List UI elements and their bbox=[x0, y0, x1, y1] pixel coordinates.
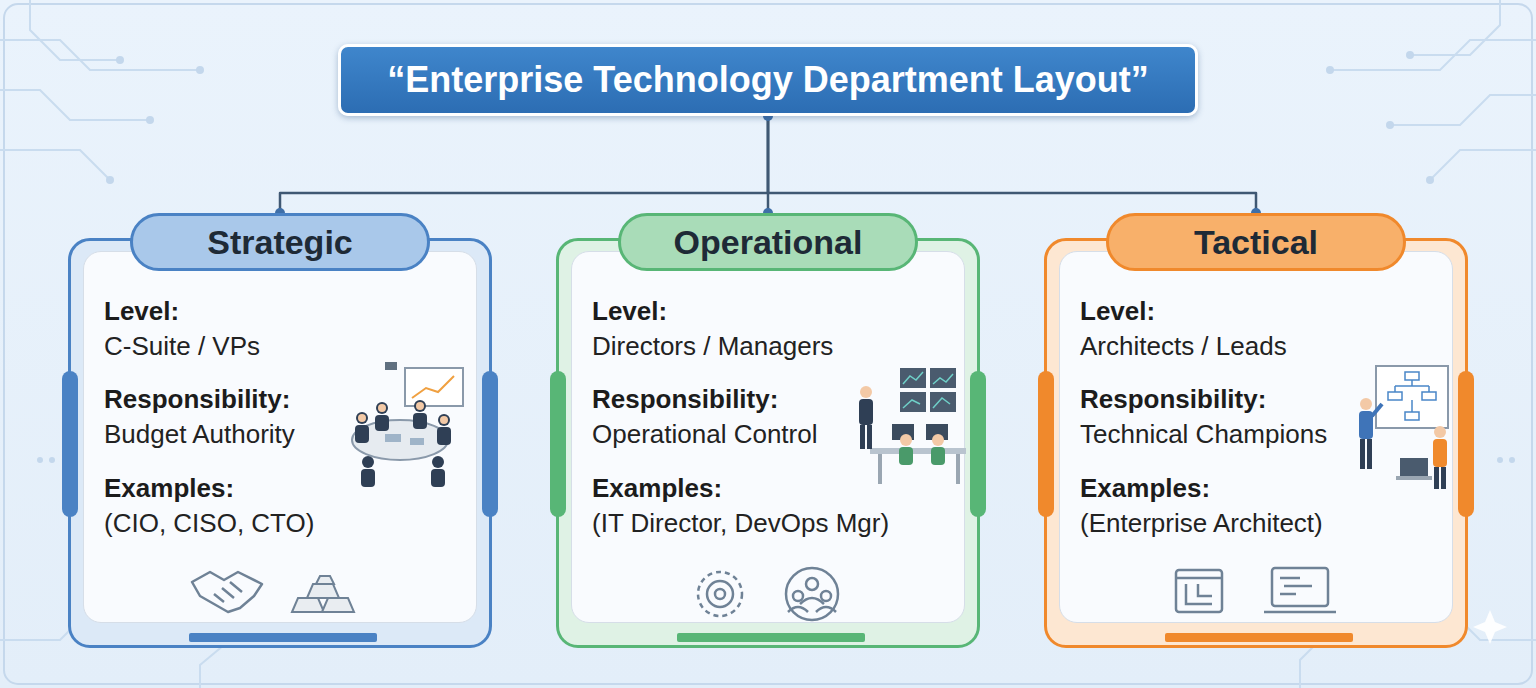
field-value: C-Suite / VPs bbox=[104, 331, 260, 361]
field-value: Directors / Managers bbox=[592, 331, 833, 361]
meeting-illustration bbox=[352, 362, 463, 487]
side-tab bbox=[1038, 371, 1054, 517]
tree-connector bbox=[280, 116, 768, 213]
field-label: Examples: bbox=[104, 473, 234, 503]
laptop-icon bbox=[1264, 568, 1336, 612]
field-value: Operational Control bbox=[592, 419, 817, 449]
heading-tab: Operational bbox=[618, 213, 918, 271]
field-value: (Enterprise Architect) bbox=[1080, 508, 1323, 538]
ops-room-illustration bbox=[859, 368, 966, 484]
field-label: Examples: bbox=[1080, 473, 1210, 503]
tier-panel: OperationalLevel:Directors / ManagersRes… bbox=[556, 238, 980, 648]
tier-heading: Strategic bbox=[207, 223, 353, 262]
page-frame bbox=[4, 4, 1532, 684]
sparkle bbox=[1473, 610, 1507, 644]
people-group-icon bbox=[786, 568, 838, 620]
diagram-title: “Enterprise Technology Department Layout… bbox=[387, 58, 1148, 102]
handshake-icon bbox=[192, 572, 262, 612]
tier-panel: StrategicLevel:C-Suite / VPsResponsibili… bbox=[68, 238, 492, 648]
gear-network-icon bbox=[698, 572, 742, 616]
tier-panel: TacticalLevel:Architects / LeadsResponsi… bbox=[1044, 238, 1468, 648]
field-label: Level: bbox=[1080, 296, 1155, 326]
field-value: Architects / Leads bbox=[1080, 331, 1287, 361]
side-tab bbox=[1458, 371, 1474, 517]
field-value: Budget Authority bbox=[104, 419, 295, 449]
field-label: Responsibility: bbox=[1080, 384, 1266, 414]
title-box: “Enterprise Technology Department Layout… bbox=[338, 44, 1198, 116]
field-label: Level: bbox=[104, 296, 179, 326]
field-label: Level: bbox=[592, 296, 667, 326]
field-label: Examples: bbox=[592, 473, 722, 503]
heading-tab: Strategic bbox=[130, 213, 430, 271]
tier-heading: Operational bbox=[674, 223, 863, 262]
bottom-bar bbox=[677, 633, 865, 642]
field-value: (IT Director, DevOps Mgr) bbox=[592, 508, 889, 538]
tree-connector bbox=[768, 116, 1256, 213]
bottom-bar bbox=[1165, 633, 1353, 642]
field-value: Technical Champions bbox=[1080, 419, 1327, 449]
gold-bars-icon bbox=[292, 576, 354, 612]
side-tab bbox=[970, 371, 986, 517]
blueprint-icon bbox=[1176, 570, 1222, 612]
tree-connector bbox=[767, 116, 770, 213]
bottom-bar bbox=[189, 633, 377, 642]
tier-heading: Tactical bbox=[1194, 223, 1318, 262]
field-label: Responsibility: bbox=[592, 384, 778, 414]
field-value: (CIO, CISO, CTO) bbox=[104, 508, 314, 538]
side-tab bbox=[482, 371, 498, 517]
circuit-dots bbox=[37, 51, 1515, 634]
side-tab bbox=[62, 371, 78, 517]
whiteboard-illustration bbox=[1359, 366, 1448, 489]
field-label: Responsibility: bbox=[104, 384, 290, 414]
heading-tab: Tactical bbox=[1106, 213, 1406, 271]
side-tab bbox=[550, 371, 566, 517]
